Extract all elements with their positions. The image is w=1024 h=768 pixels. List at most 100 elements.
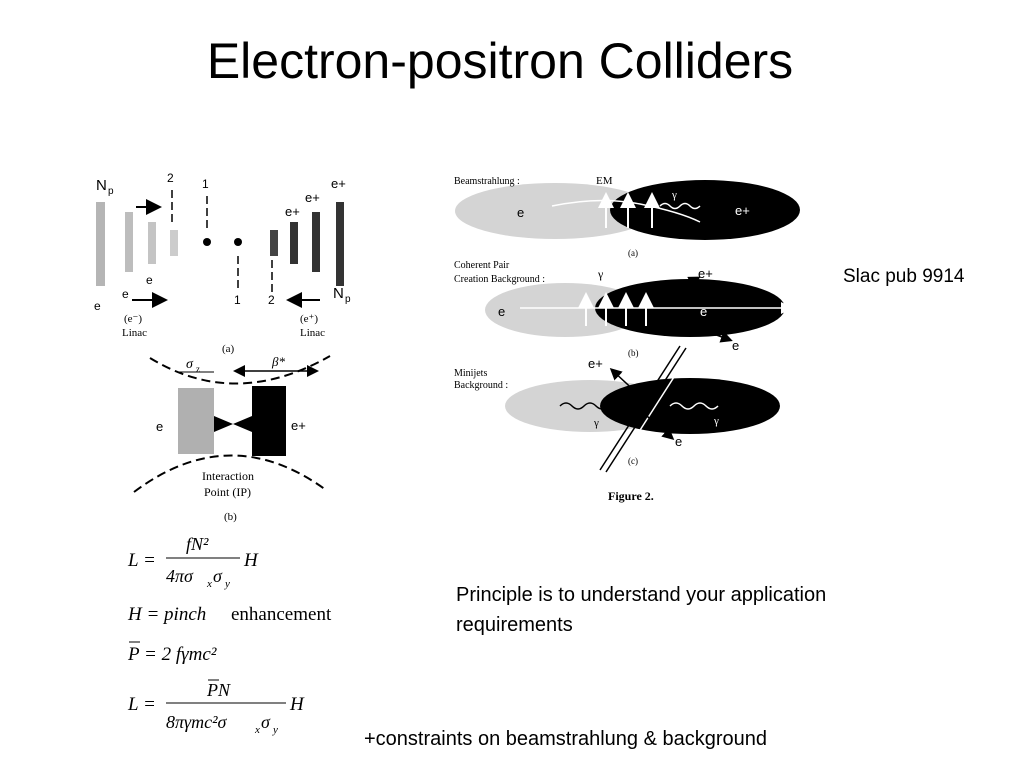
gamma-wave-a [659, 202, 701, 210]
coherent-label-1: Coherent Pair [454, 260, 510, 271]
np-right-sub: p [345, 294, 351, 305]
beam-black-a [610, 180, 800, 240]
caption-b-right: (b) [628, 348, 639, 358]
e-minus-c: e [675, 434, 682, 449]
eq4-numerator: PN [206, 680, 231, 700]
e-minus-b-left: e [498, 304, 505, 319]
pair-line-eplus [659, 276, 701, 299]
eq2-lhs: H = pinch [127, 604, 206, 625]
label-1-bottom: 1 [234, 293, 241, 307]
eq4-rhs: H [289, 694, 305, 715]
eq1-den-sigma: σ [213, 566, 223, 586]
upper-arc [149, 355, 331, 385]
e-plus-a: e+ [735, 203, 750, 218]
eq4-denominator: 8πγmc²σ [166, 712, 227, 732]
bunch-left-3 [148, 222, 156, 264]
e-plus-c: e+ [588, 356, 603, 371]
label-1-top: 1 [202, 177, 209, 191]
e-plus-label-1: e+ [285, 204, 300, 219]
e-minus-b-right: e [732, 338, 739, 353]
ip-e-minus: e [156, 419, 163, 434]
coherent-label-2: Creation Background : [454, 274, 545, 285]
e-minus-label-3: e [94, 299, 101, 313]
sigma-z-sub: z [196, 364, 200, 374]
eq1-den-y: y [224, 578, 230, 590]
linac-left-sign: (e⁻) [124, 313, 142, 325]
constraints-text: +constraints on beamstrahlung & backgrou… [364, 728, 768, 750]
figure-2-caption: Figure 2. [608, 489, 654, 503]
caption-c-right: (c) [628, 456, 638, 466]
label-2-top: 2 [167, 171, 174, 185]
bunch-right-1 [270, 230, 278, 256]
ip-e-plus: e+ [291, 418, 306, 433]
bunch-right-2 [290, 222, 298, 264]
beamstrahlung-label: Beamstrahlung : [454, 176, 520, 187]
caption-a-right: (a) [628, 248, 638, 258]
eq1-rhs: H [243, 550, 259, 571]
bunch-right-4 [336, 202, 344, 286]
minijets-label-1: Minijets [454, 368, 487, 379]
bunch-left-2 [125, 212, 133, 272]
eq3: P = 2 fγmc² [127, 644, 217, 665]
linac-right-sign: (e⁺) [300, 313, 318, 325]
eq1-numerator: fN² [186, 534, 209, 554]
gamma-wave-c2 [669, 402, 719, 410]
e-plus-label-3: e+ [331, 176, 346, 191]
linac-right-label: Linac [300, 327, 325, 339]
linac-left-label: Linac [122, 327, 147, 339]
minijet-eminus-line [639, 409, 675, 440]
e-minus-label-1: e [146, 273, 153, 287]
eq2-rhs: enhancement [231, 604, 332, 625]
ip-dot-left [203, 238, 211, 246]
e-plus-b: e+ [698, 266, 713, 281]
gamma-label-c2: γ [713, 415, 719, 427]
eq4-den-y: y [272, 724, 278, 736]
jet-line-2 [605, 347, 687, 473]
e-plus-label-2: e+ [305, 190, 320, 205]
beta-label: β* [271, 354, 285, 369]
e-minus-label-2: e [122, 287, 129, 301]
pair-line-eminus [659, 313, 733, 343]
lower-arc [133, 454, 327, 493]
ip-label-2: Point (IP) [204, 485, 251, 499]
minijet-eplus-line [609, 367, 641, 397]
ip-label-1: Interaction [202, 469, 254, 483]
photon-path-a [551, 199, 701, 223]
beamstrahlung-panel: Beamstrahlung : EM γ e e+ (a) [454, 175, 800, 258]
e-plus-bunch [252, 386, 286, 456]
ip-dot-right [234, 238, 242, 246]
label-2-bottom: 2 [268, 293, 275, 307]
caption-a-left: (a) [222, 343, 235, 355]
eq1-den-x: x [206, 578, 212, 590]
beam-black-c [600, 378, 780, 434]
gamma-label-b: γ [597, 267, 604, 281]
jet-line-1 [599, 345, 681, 471]
eq1-denominator: 4πσ [166, 566, 194, 586]
eq4-lhs: L = [127, 694, 156, 715]
ip-diagram: σ z β* e e+ Interaction Point (IP) (b) [133, 354, 331, 523]
eq4-den-x: x [254, 724, 260, 736]
minijets-panel: Minijets Background : e+ e γ γ (c) Figur… [454, 345, 780, 503]
slide-title: Electron-positron Colliders [206, 33, 794, 89]
equations: L = fN² 4πσ x σ y H H = pinch enhancemen… [127, 534, 332, 736]
bunch-right-3 [312, 212, 320, 272]
bunch-left-1 [96, 202, 105, 286]
principle-text: Principle is to understand your applicat… [456, 584, 827, 636]
gamma-label-c1: γ [593, 417, 599, 429]
caption-b-left: (b) [224, 511, 237, 523]
np-left-label: N [96, 177, 107, 194]
em-label: EM [596, 175, 613, 187]
sigma-z-label: σ [186, 357, 194, 372]
linac-diagram: N p N p 2 1 1 2 e e e e+ e+ e+ (e⁻) Lina… [94, 171, 351, 355]
eq1-lhs: L = [127, 550, 156, 571]
reference-label: Slac pub 9914 [843, 266, 965, 287]
np-left-sub: p [108, 186, 114, 197]
pinch-region [214, 416, 252, 432]
e-minus-b-mid: e [700, 304, 707, 319]
gamma-label-a: γ [671, 189, 677, 201]
e-minus-a: e [517, 205, 524, 220]
np-right-label: N [333, 285, 344, 302]
minijets-label-2: Background : [454, 380, 508, 391]
bunch-left-4 [170, 230, 178, 256]
gamma-wave-c1 [559, 402, 633, 410]
